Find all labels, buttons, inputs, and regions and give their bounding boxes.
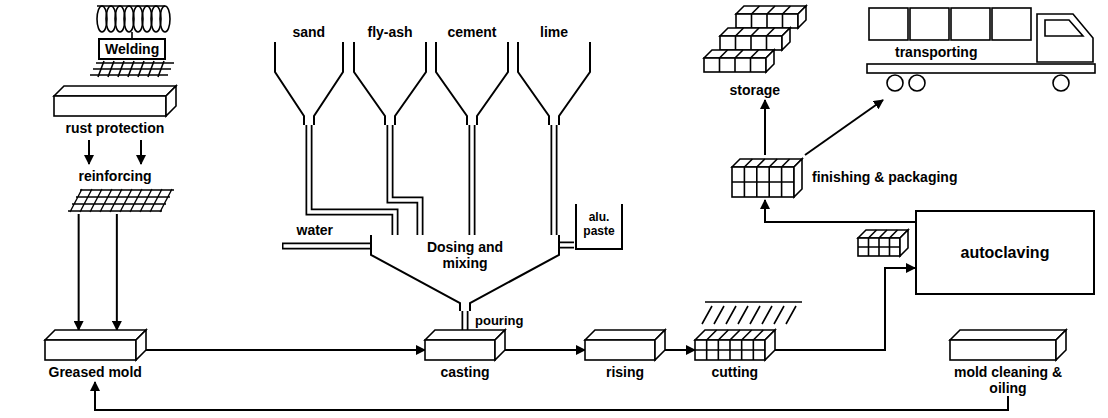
material-hopper: sand	[273, 24, 345, 125]
feed-pipe	[465, 311, 466, 330]
process-box: Welding	[98, 38, 166, 60]
node-label: lime	[540, 24, 568, 40]
node-label: fly-ash	[368, 24, 413, 40]
flow-arrow	[775, 268, 915, 350]
node-label: Dosing and mixing	[410, 239, 520, 271]
paste-container: alu. paste	[574, 200, 624, 250]
storage-stacks: storage	[700, 4, 810, 100]
node-label: rising	[606, 364, 644, 380]
feed-pipe	[309, 125, 395, 235]
mold-slab: Greased mold	[45, 330, 146, 382]
node-label: water	[297, 222, 334, 238]
cut-block: cutting	[695, 330, 775, 382]
flow-arrow	[805, 100, 883, 155]
node-label: cutting	[712, 364, 759, 380]
material-hopper: fly-ash	[352, 24, 428, 125]
mold-slab: mold cleaning & oiling	[950, 330, 1066, 396]
flow-arrow	[665, 350, 695, 351]
node-label: cement	[448, 24, 497, 40]
node-label: storage	[730, 82, 781, 98]
flow-arrow	[765, 100, 766, 155]
feed-pipe	[554, 125, 555, 235]
reinforcing-mesh: reinforcing	[50, 164, 180, 214]
node-label: autoclaving	[961, 244, 1050, 262]
node-label: casting	[441, 364, 490, 380]
flow-arrow	[765, 200, 915, 222]
block-stack: finishing & packaging	[730, 155, 1040, 200]
mixer-funnel: Dosing and mixing	[370, 235, 560, 311]
mold-slab: rising	[585, 330, 665, 382]
water-pipe: water	[282, 222, 348, 250]
truck: transporting	[865, 4, 1100, 100]
node-label: sand	[293, 24, 326, 40]
feed-pipe	[560, 245, 574, 246]
edge-label: pouring	[473, 313, 525, 328]
autoclave-box: autoclaving	[915, 210, 1095, 295]
node-label: mold cleaning & oiling	[951, 364, 1065, 396]
node-label: Greased mold	[49, 364, 142, 380]
material-hopper: lime	[516, 24, 592, 125]
mold-slab: casting	[425, 330, 505, 382]
feed-pipe	[348, 246, 370, 247]
node-label: Welding	[105, 41, 159, 57]
flow-arrow	[146, 350, 426, 351]
flow-arrow	[505, 350, 585, 351]
feed-pipe	[472, 125, 473, 235]
node-label: reinforcing	[79, 168, 152, 184]
node-label: transporting	[895, 44, 977, 60]
node-label: rust protection	[66, 120, 165, 136]
steel-plate: rust protection	[50, 86, 180, 140]
flow-arrow	[95, 382, 1008, 410]
node-label: finishing & packaging	[812, 169, 957, 185]
feed-pipe	[390, 125, 420, 235]
material-hopper: cement	[434, 24, 510, 125]
flow-arrow	[89, 140, 141, 164]
node-label: alu. paste	[579, 210, 619, 238]
flow-arrow	[79, 214, 117, 330]
